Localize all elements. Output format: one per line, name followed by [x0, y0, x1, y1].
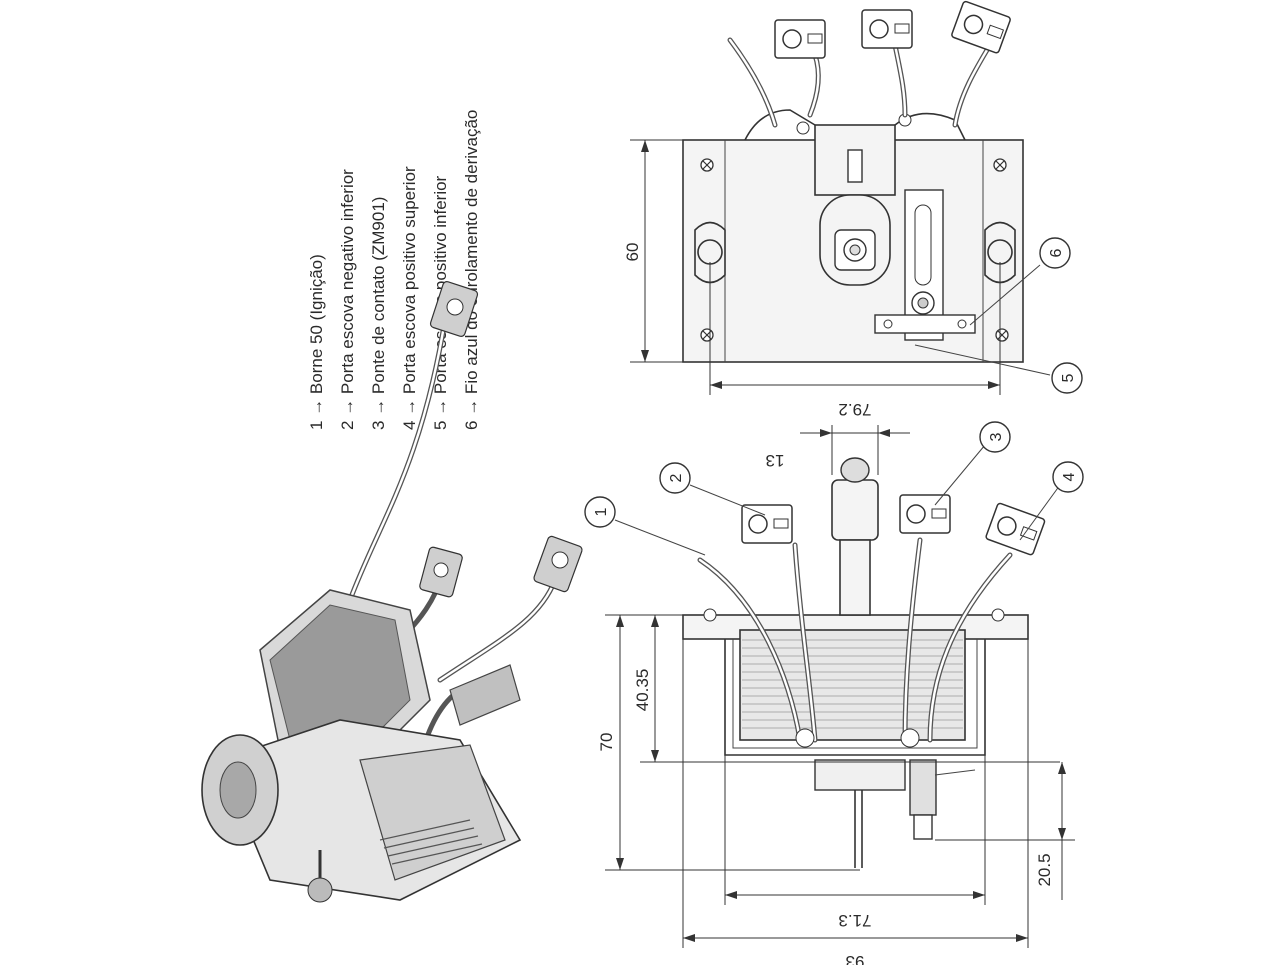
dim-top-height: 60: [623, 139, 683, 363]
legend-item-4: 4 → Porta escova positivo superior: [400, 166, 419, 430]
svg-text:3: 3: [988, 432, 1005, 441]
dim-coil-height: 40.35: [633, 614, 1060, 763]
dim-overall-width: 93: [682, 639, 1029, 965]
side-view-terminal-block: [814, 759, 906, 791]
svg-text:20.5: 20.5: [1035, 853, 1054, 886]
callout-2: 2: [659, 462, 766, 516]
dim-overall-height: 70: [597, 614, 860, 871]
svg-text:2 → Porta escova negativo infe: 2 → Porta escova negativo inferior: [338, 169, 357, 430]
svg-text:3 → Ponte de contato (ZM901): 3 → Ponte de contato (ZM901): [369, 197, 388, 430]
side-view-plunger-shaft: [839, 539, 871, 616]
photo-plunger: [449, 664, 521, 726]
callout-3: 3: [934, 421, 1011, 506]
solenoid-photo: [201, 281, 583, 903]
svg-text:60: 60: [623, 243, 642, 262]
svg-text:5 → Porta escova positivo infe: 5 → Porta escova positivo inferior: [431, 175, 450, 430]
dim-shaft: 13: [766, 425, 910, 475]
dim-inner-width: 71.3: [724, 755, 986, 930]
legend-item-1: 1 → Borne 50 (Ignição): [307, 254, 326, 430]
dim-top-width: 79.2: [709, 262, 1001, 419]
top-view-drawing: 60 79.2 6 5: [623, 0, 1083, 419]
top-wire-4: [952, 42, 993, 128]
svg-text:70: 70: [597, 733, 616, 752]
svg-text:40.35: 40.35: [633, 669, 652, 712]
top-wire-1: [727, 37, 778, 128]
svg-text:13: 13: [766, 451, 785, 470]
legend: 1 → Borne 50 (Ignição) 2 → Porta escova …: [307, 110, 481, 430]
callout-1: 1: [584, 496, 706, 556]
svg-text:2: 2: [668, 473, 685, 482]
svg-text:71.3: 71.3: [838, 911, 871, 930]
legend-item-3: 3 → Ponte de contato (ZM901): [369, 197, 388, 430]
svg-text:93: 93: [846, 952, 865, 965]
legend-item-2: 2 → Porta escova negativo inferior: [338, 169, 357, 430]
svg-text:6: 6: [1048, 248, 1065, 257]
callout-4: 4: [1019, 461, 1084, 541]
legend-item-5: 5 → Porta escova positivo inferior: [431, 175, 450, 430]
callout-5: 5: [914, 344, 1083, 394]
side-view-drawing: 13 70 40.35 20.5: [584, 421, 1084, 965]
side-ring-terminal-icon: [741, 494, 1046, 556]
callout-6: 6: [969, 237, 1071, 326]
svg-text:4 → Porta escova positivo supe: 4 → Porta escova positivo superior: [400, 166, 419, 430]
dim-terminal-height: 20.5: [935, 762, 1075, 900]
photo-wire-3: [437, 577, 558, 683]
svg-text:1: 1: [593, 507, 610, 516]
svg-text:1 → Borne 50 (Ignição): 1 → Borne 50 (Ignição): [307, 254, 326, 430]
photo-nut: [307, 877, 333, 903]
legend-item-6: 6 → Fio azul do enrolamento de derivação: [462, 110, 481, 430]
svg-text:6 → Fio azul do enrolamento de: 6 → Fio azul do enrolamento de derivação: [462, 110, 481, 430]
svg-text:4: 4: [1061, 472, 1078, 481]
ring-terminal-icon: [774, 0, 1011, 59]
svg-text:5: 5: [1060, 373, 1077, 382]
svg-text:79.2: 79.2: [838, 400, 871, 419]
side-view-plunger-head: [831, 479, 879, 541]
